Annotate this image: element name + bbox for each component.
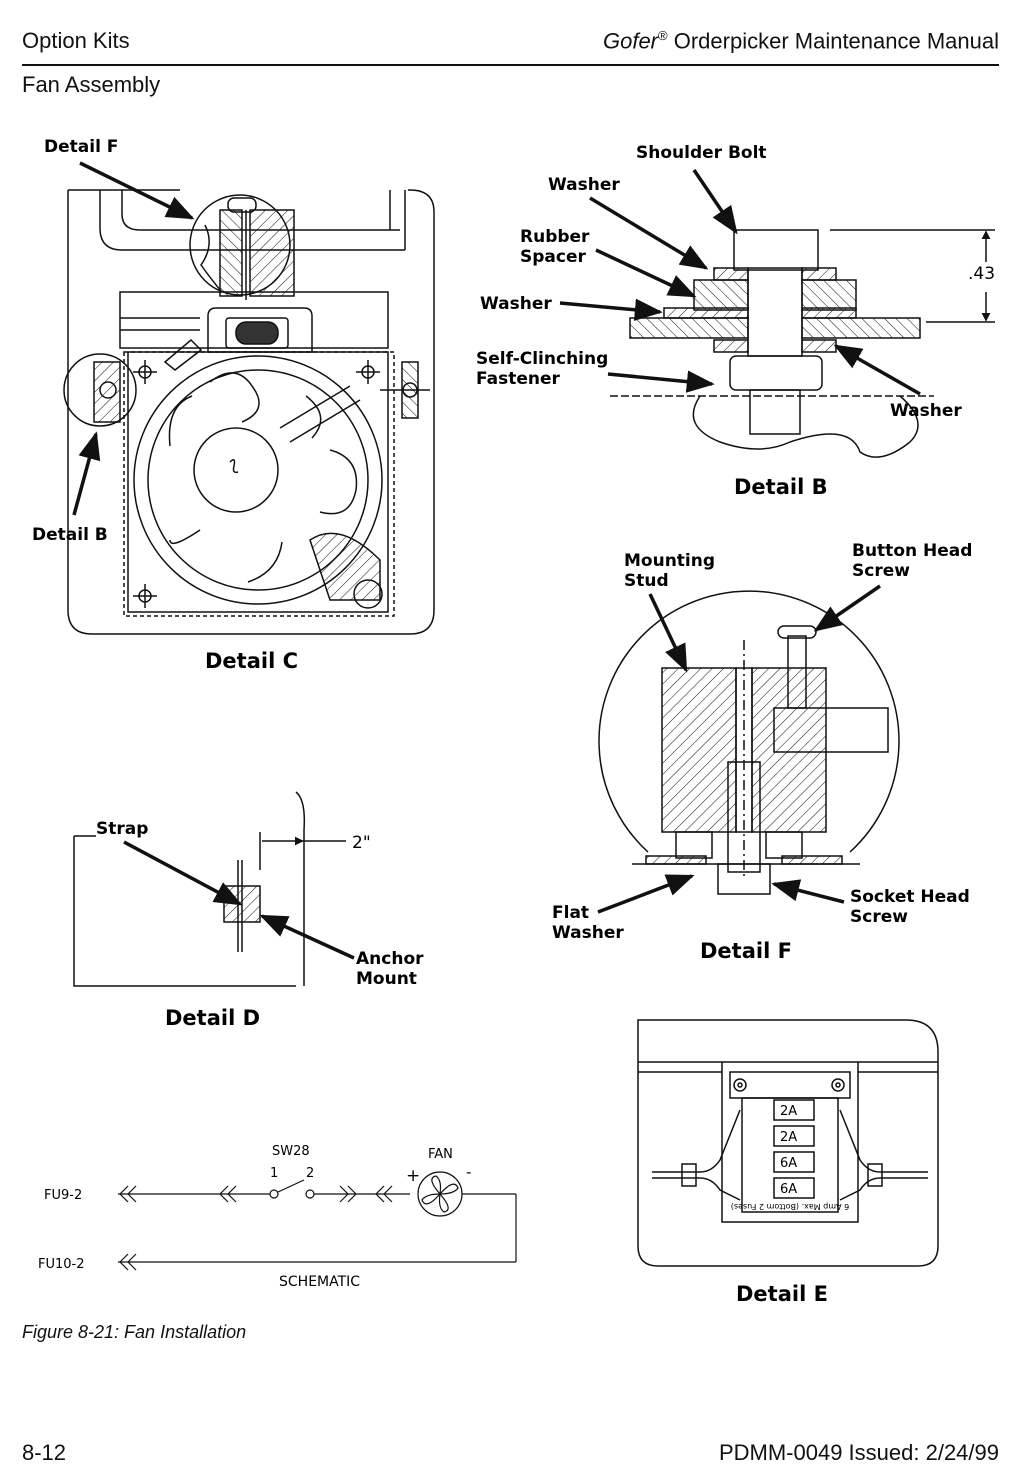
button-head-arrow (813, 584, 881, 632)
fastener-label: Fastener (476, 369, 560, 389)
manual-name: Orderpicker Maintenance Manual (667, 28, 999, 54)
registered-mark: ® (658, 28, 668, 43)
washer-bottom-arrow (833, 344, 921, 396)
detail-c-title: Detail C (205, 649, 298, 673)
detail-b-title: Detail B (734, 475, 828, 499)
strap-label: Strap (96, 819, 148, 839)
socket-head-arrow (771, 879, 845, 904)
fan-minus: - (466, 1163, 471, 1181)
flat-washer-arrow (597, 874, 695, 914)
fan-plus: + (406, 1166, 420, 1186)
fuse-1: 2A (780, 1104, 797, 1119)
washer-mid-arrow (559, 298, 663, 321)
detail-b-callout-label: Detail B (32, 525, 108, 545)
schematic-drawing (118, 1171, 517, 1271)
header-manual-title: Gofer® Orderpicker Maintenance Manual (603, 28, 999, 54)
button-head-label: Button Head (852, 541, 972, 561)
fuse-2: 2A (780, 1130, 797, 1145)
fuse-note: 6 Amp Max. (Bottom 2 Fuses) (731, 1202, 849, 1211)
detail-d-title: Detail D (165, 1006, 260, 1030)
washer-bottom-label: Washer (890, 401, 962, 421)
detail-f-callout-label: Detail F (44, 137, 118, 157)
fuse-3: 6A (780, 1156, 797, 1171)
dimension-2in: 2" (352, 833, 371, 853)
shoulder-bolt-arrow (692, 169, 738, 235)
detail-b-callout-arrow (72, 431, 101, 516)
shoulder-bolt-label: Shoulder Bolt (636, 143, 767, 163)
fuse-4: 6A (780, 1182, 797, 1197)
document-id: PDMM-0049 Issued: 2/24/99 (718, 1440, 999, 1465)
header-section: Option Kits (22, 28, 130, 53)
mount-label: Mount (356, 969, 417, 989)
self-clinching-label: Self-Clinching (476, 349, 608, 369)
fastener-arrow (607, 370, 715, 393)
washer-top-arrow (589, 196, 709, 270)
rubber-label: Rubber (520, 227, 590, 247)
subsection-title: Fan Assembly (22, 72, 161, 97)
page-number: 8-12 (22, 1440, 67, 1465)
stud-label: Stud (624, 571, 669, 591)
screw1-label: Screw (852, 561, 910, 581)
fu10-label: FU10-2 (38, 1257, 85, 1272)
figure-caption: Figure 8-21: Fan Installation (22, 1322, 247, 1342)
strap-arrow (123, 840, 243, 906)
detail-b-drawing (610, 229, 995, 458)
dimension-43: .43 (968, 264, 995, 284)
detail-c-drawing (63, 189, 435, 635)
spacer-label: Spacer (520, 247, 586, 267)
washer-mid-label: Washer (480, 294, 552, 314)
washer-flat-label: Washer (552, 923, 624, 943)
switch-sw28-label: SW28 (272, 1144, 310, 1159)
washer-top-label: Washer (548, 175, 620, 195)
detail-e-drawing (637, 1019, 939, 1267)
switch-pin-2: 2 (306, 1166, 314, 1181)
anchor-mount-arrow (259, 914, 355, 960)
detail-f-drawing (598, 590, 900, 895)
detail-f-callout-arrow (79, 161, 195, 220)
switch-pin-1: 1 (270, 1166, 278, 1181)
mounting-stud-arrow (648, 593, 688, 673)
fan-label: FAN (428, 1147, 453, 1162)
detail-e-title: Detail E (736, 1282, 828, 1306)
detail-f-title: Detail F (700, 939, 792, 963)
flat-label: Flat (552, 903, 589, 923)
rubber-spacer-arrow (595, 248, 697, 298)
screw2-label: Screw (850, 907, 908, 927)
header-rule (22, 64, 999, 66)
socket-head-label: Socket Head (850, 887, 970, 907)
fu9-label: FU9-2 (44, 1188, 82, 1203)
schematic-title: SCHEMATIC (279, 1274, 360, 1290)
anchor-label: Anchor (356, 949, 424, 969)
fan-installation-figure: Detail F Detail B Detail C Shoulder Bolt… (32, 137, 995, 1306)
mounting-label: Mounting (624, 551, 715, 571)
brand-name: Gofer (602, 28, 659, 54)
